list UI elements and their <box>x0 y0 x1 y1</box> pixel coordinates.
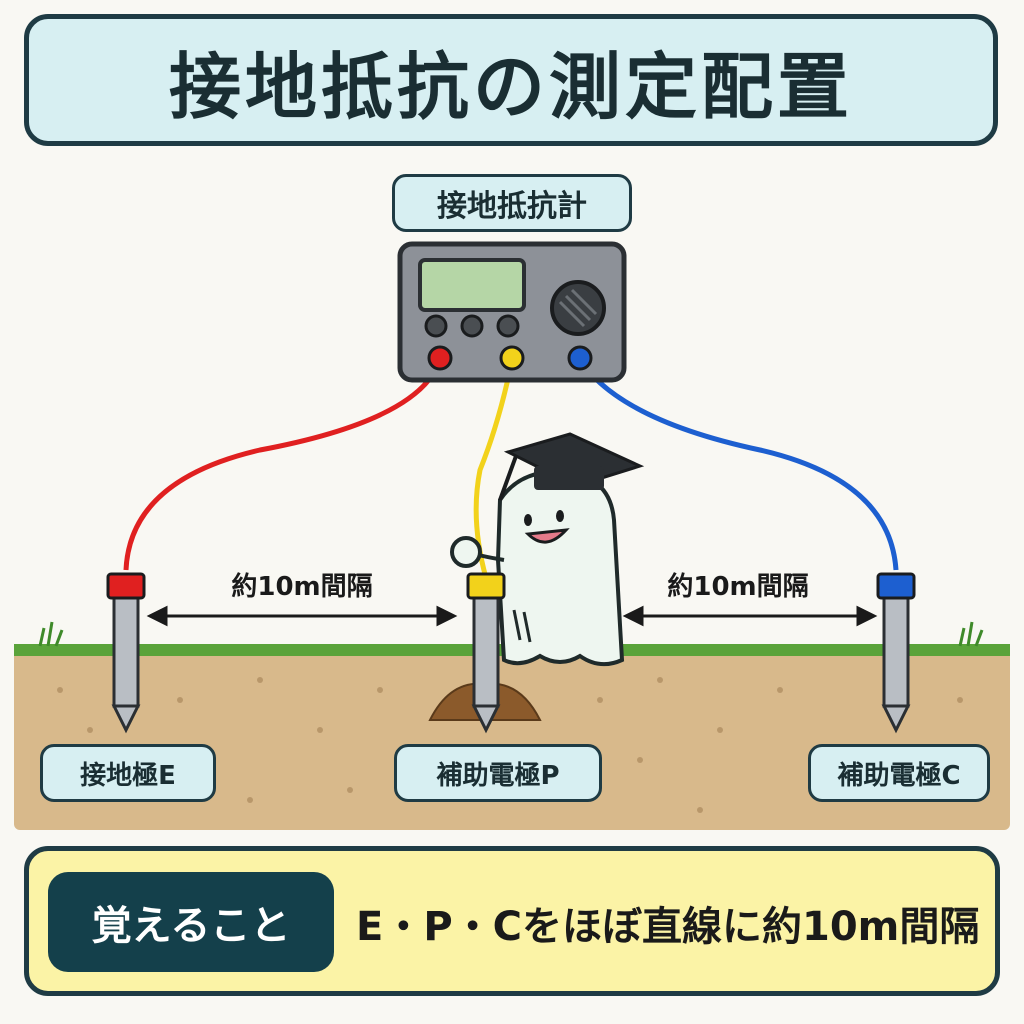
soil-dots <box>57 677 963 813</box>
electrode-c <box>876 572 916 734</box>
terminal-yellow <box>499 345 525 371</box>
terminal-red <box>427 345 453 371</box>
earth-resistance-meter <box>397 241 627 383</box>
distance-arrow-right <box>622 605 878 627</box>
page-title: 接地抵抗の測定配置 <box>168 44 853 129</box>
meter-button <box>460 314 484 338</box>
electrode-e <box>106 572 146 734</box>
terminal-blue <box>567 345 593 371</box>
memo-text: E・P・Cをほぼ直線に約10m間隔 <box>356 904 980 950</box>
ghost-character <box>450 432 645 667</box>
memo-badge: 覚えること <box>48 872 334 972</box>
electrode-e-cap <box>106 572 146 600</box>
soil <box>14 650 1010 830</box>
meter-button <box>424 314 448 338</box>
electrode-p <box>466 572 506 734</box>
meter-label: 接地抵抗計 <box>392 174 632 232</box>
grass-tuft-right <box>958 621 984 647</box>
electrode-c-cap <box>876 572 916 600</box>
wire-blue-c <box>577 358 899 571</box>
electrode-p-label: 補助電極P <box>394 744 602 802</box>
meter-display <box>418 258 526 312</box>
distance-label-right: 約10m間隔 <box>667 572 809 602</box>
electrode-p-cap <box>466 572 506 600</box>
wire-red-e <box>123 359 443 571</box>
distance-arrow-left <box>146 605 458 627</box>
title-banner: 接地抵抗の測定配置 <box>24 14 998 146</box>
meter-button <box>496 314 520 338</box>
electrode-c-label: 補助電極C <box>808 744 990 802</box>
grass-tuft-left <box>38 621 64 647</box>
distance-label-left: 約10m間隔 <box>231 572 373 602</box>
electrode-e-label: 接地極E <box>40 744 216 802</box>
